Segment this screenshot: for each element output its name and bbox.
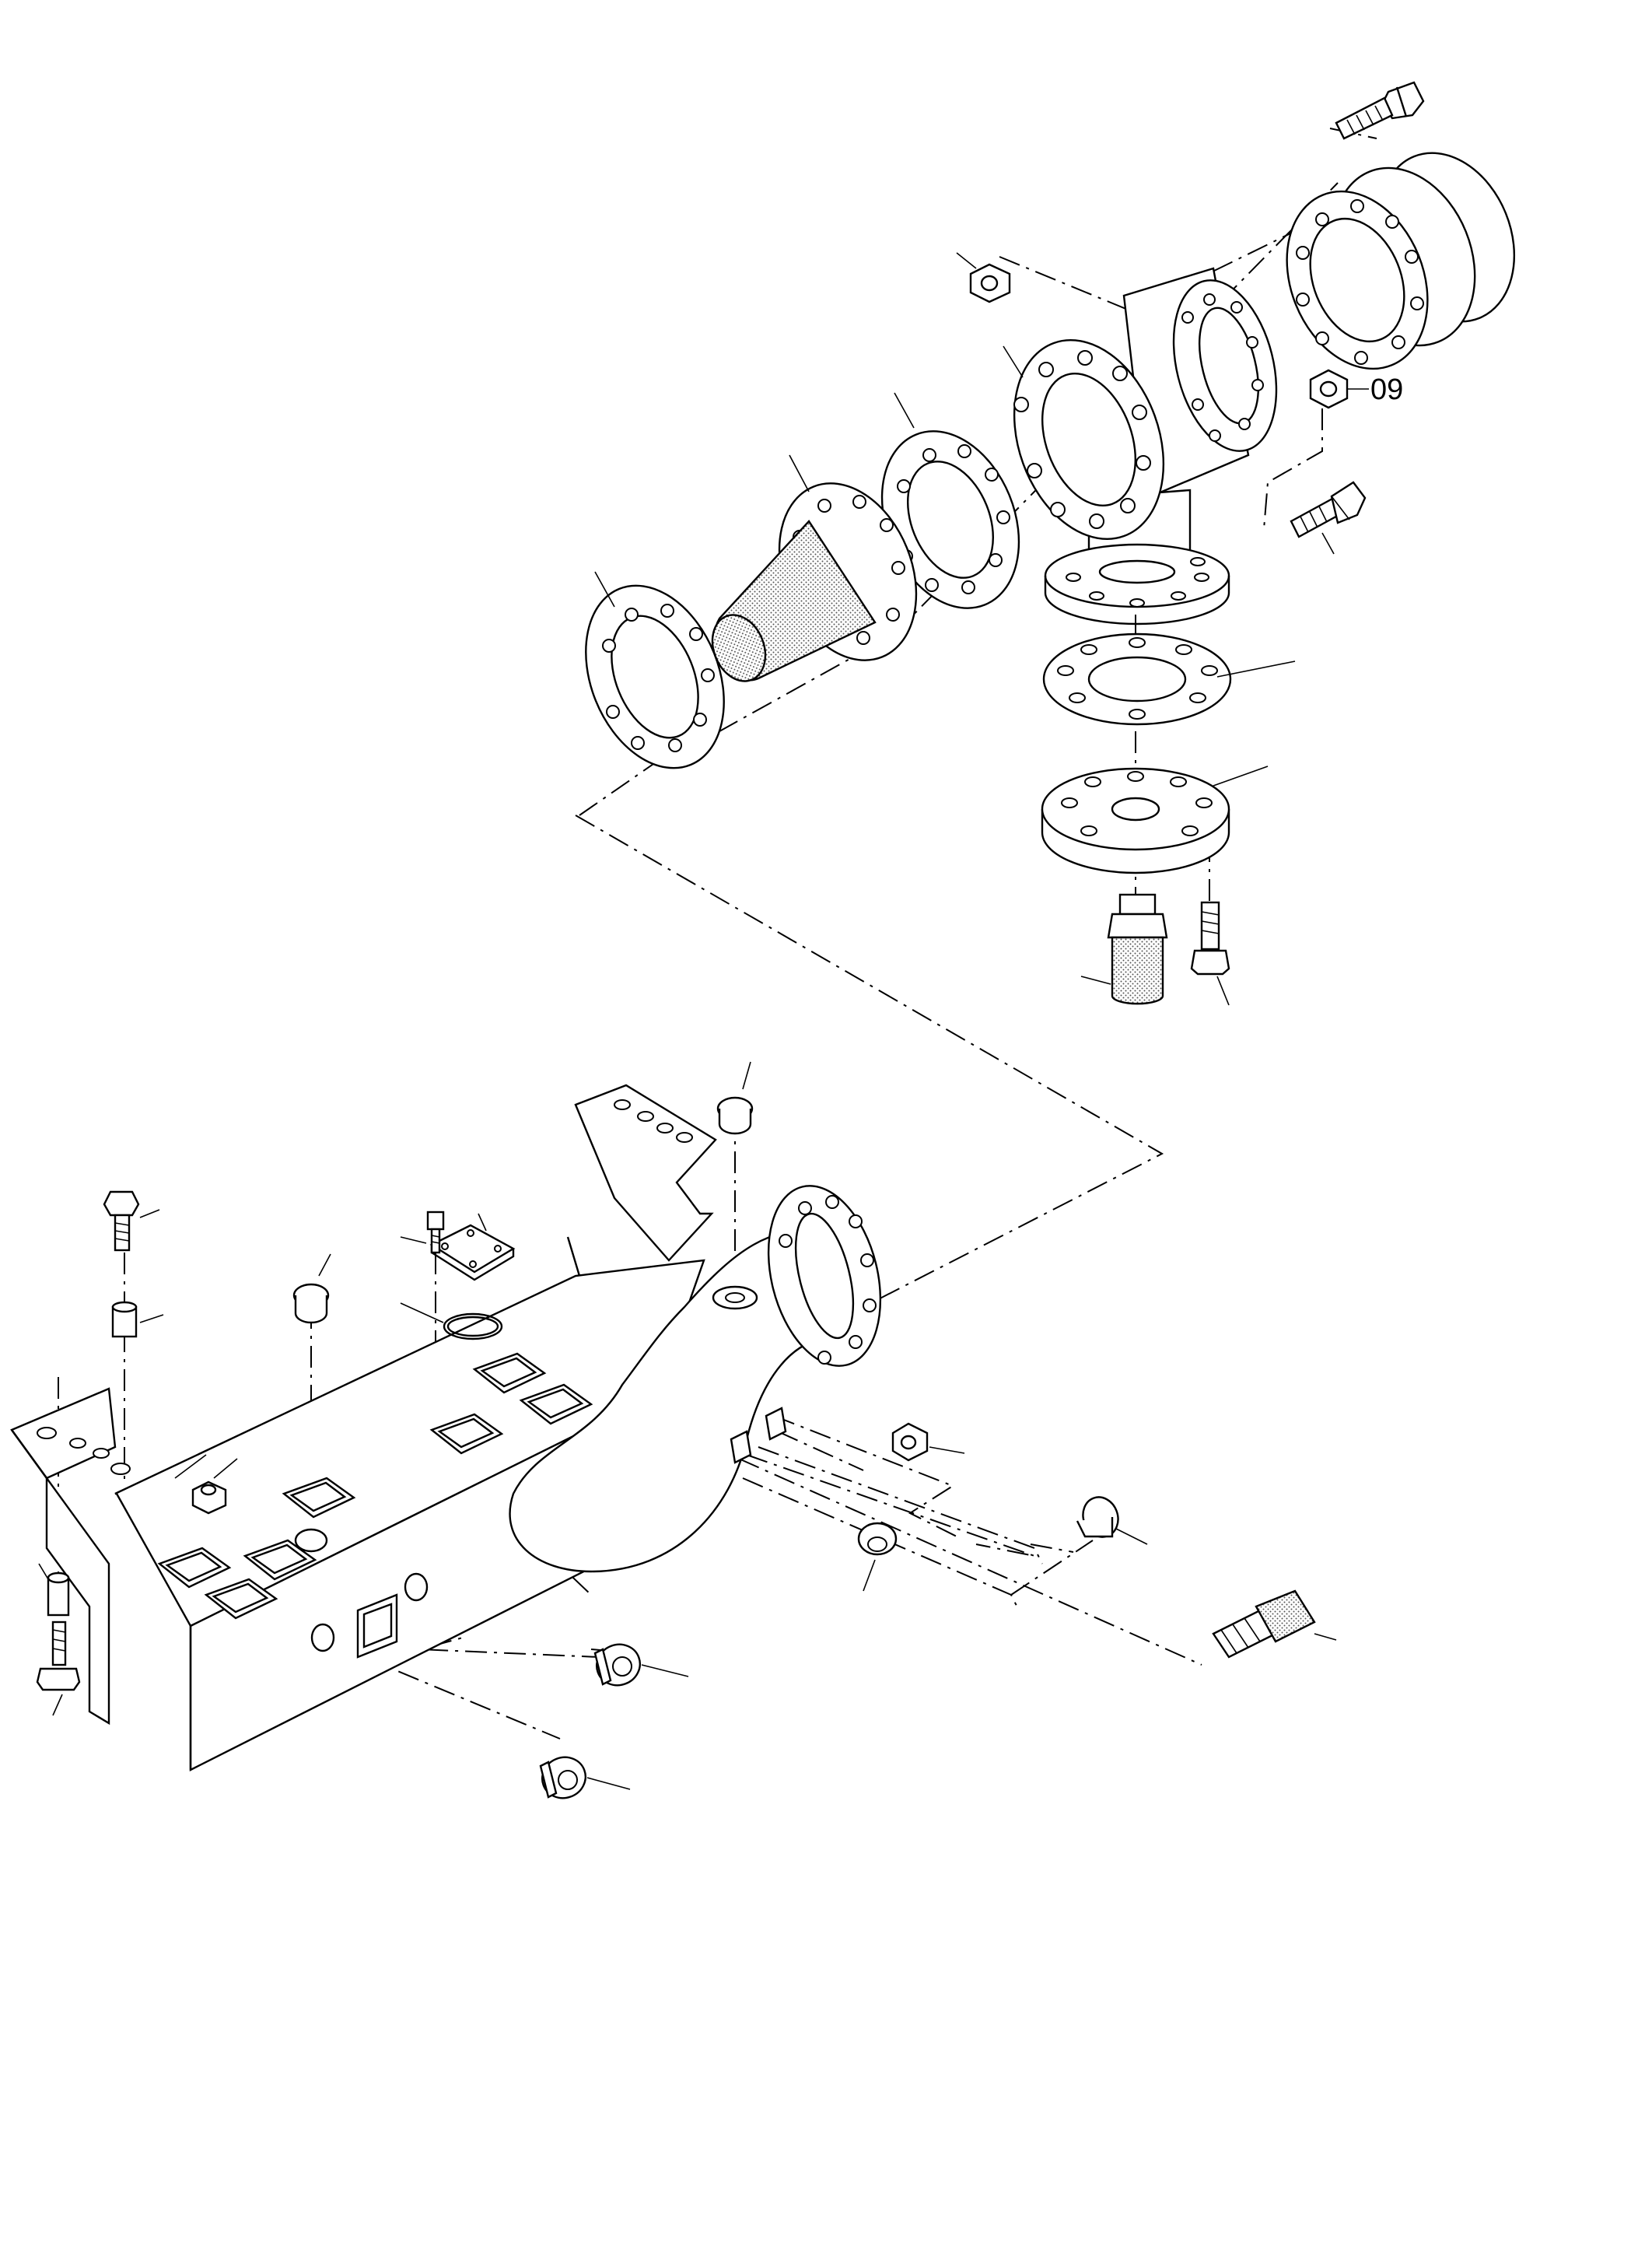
plug-icon [857, 1522, 898, 1556]
socket-screw-icon [426, 1211, 445, 1254]
plug-icon [716, 1096, 754, 1135]
strainer-cone [711, 482, 918, 682]
spacer-sleeve [47, 1571, 70, 1617]
plug-icon [292, 1283, 330, 1324]
hex-bolt-icon [36, 1621, 81, 1691]
mounting-pads [157, 1352, 593, 1620]
coupling-fitting [1212, 1589, 1316, 1659]
hex-bolt-icon [103, 1190, 140, 1252]
hex-bolt-icon [1190, 901, 1230, 976]
hex-nut-icon [191, 1480, 227, 1515]
flange-plate [1041, 767, 1230, 874]
cover-plate [429, 1224, 516, 1281]
tee-fitting [1013, 267, 1278, 625]
hex-nut-icon [891, 1422, 929, 1462]
plug-icon [1076, 1496, 1119, 1538]
coupling-fitting [1107, 893, 1168, 1005]
o-ring [443, 1312, 503, 1340]
hex-bolt-icon [1290, 481, 1367, 538]
gasket [585, 584, 725, 769]
axle-housing [10, 1084, 882, 1771]
gasket [1042, 632, 1232, 726]
callout-label: 09 [1370, 373, 1403, 406]
expansion-joint [1286, 152, 1516, 370]
spacer-sleeve [111, 1301, 138, 1338]
plug-icon [539, 1756, 586, 1799]
hex-nut-callout-09: 09 [1309, 369, 1403, 409]
hex-bolt-icon [1335, 81, 1425, 140]
hex-nut-icon [969, 263, 1011, 303]
plug-icon [593, 1643, 641, 1687]
top-assembly: 09 [585, 81, 1516, 1006]
plug-icon [294, 1528, 328, 1553]
